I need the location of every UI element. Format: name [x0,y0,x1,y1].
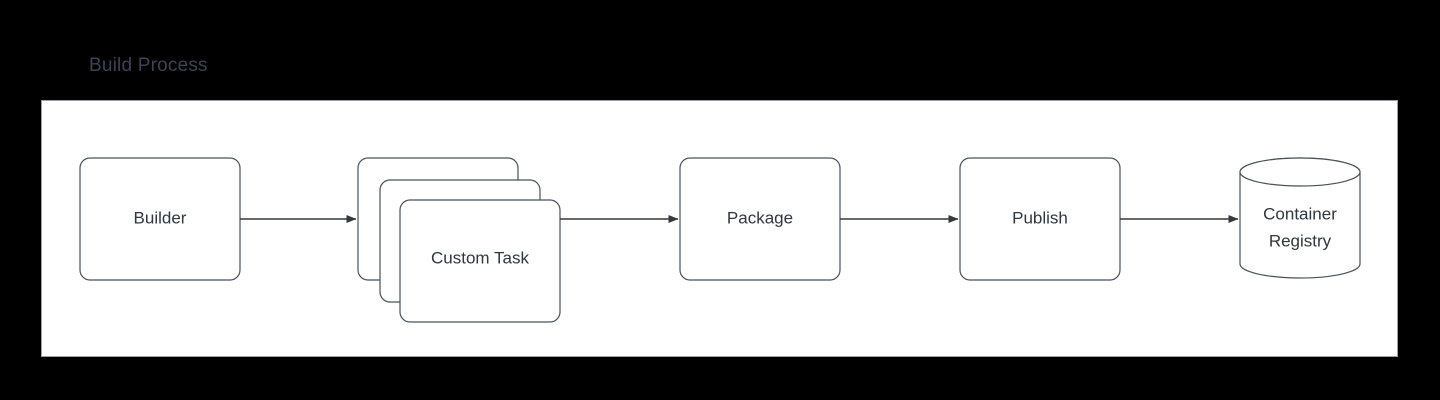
node-publish-label: Publish [1012,208,1068,227]
node-package-label: Package [727,208,793,227]
node-custom-task-label: Custom Task [431,248,529,267]
node-custom-task[interactable]: Custom Task Custom Task Custom Task [357,157,561,323]
diagram-title: Build Process [89,55,208,76]
node-publish[interactable]: Publish [959,157,1121,281]
node-container-registry-top-ellipse [1239,157,1361,187]
node-container-registry-label-line2: Registry [1269,231,1332,250]
node-package[interactable]: Package [679,157,841,281]
node-builder-label: Builder [134,208,187,227]
node-builder[interactable]: Builder [79,157,241,281]
node-container-registry-label-line1: Container [1263,204,1337,223]
node-custom-task-card-front [399,199,561,323]
node-container-registry[interactable]: Container Registry [1239,157,1361,279]
